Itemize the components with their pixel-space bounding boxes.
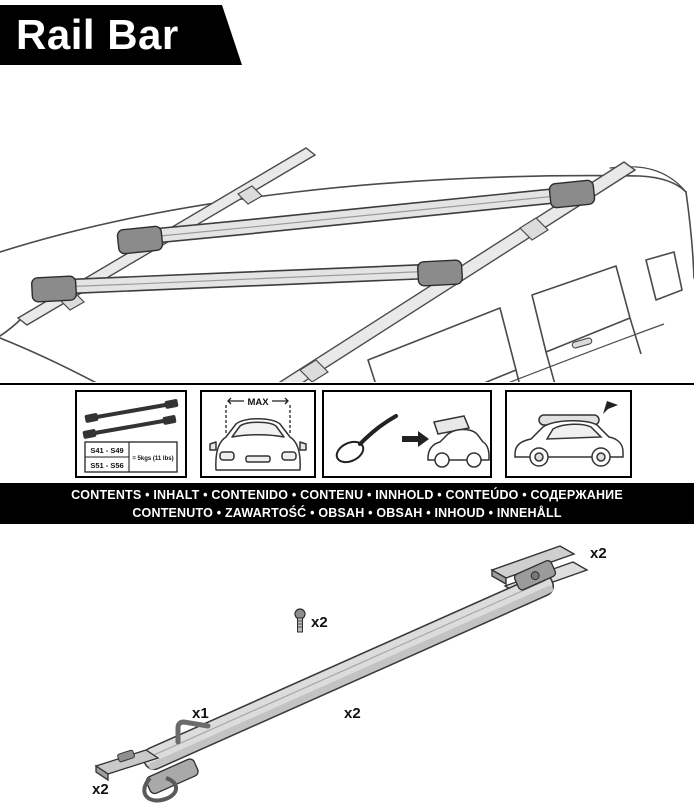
- title-banner: Rail Bar: [0, 5, 242, 65]
- allen-key-part: [175, 719, 211, 745]
- contents-line-1: CONTENTS • INHALT • CONTENIDO • CONTENU …: [71, 487, 623, 502]
- max-width-graphic: MAX: [209, 397, 307, 471]
- accessory-warning-graphic: [335, 414, 490, 468]
- size-range-2: S51 - S56: [90, 461, 123, 470]
- car-side-windows: [367, 251, 683, 382]
- car-front-view: [209, 418, 307, 471]
- rear-bar-right-clamp: [548, 179, 596, 209]
- front-bar-left-clamp: [31, 275, 77, 303]
- spoon-icon: [335, 414, 398, 464]
- max-width-box: MAX: [200, 390, 316, 478]
- contents-line-2: CONTENUTO • ZAWARTOŚĆ • OBSAH • OBSAH • …: [132, 505, 562, 520]
- key-qty-label: x1: [192, 705, 209, 722]
- rail-bars-thumbnail: [82, 399, 179, 439]
- rear-crossbar: [116, 179, 596, 255]
- car-with-roof-load: [427, 415, 490, 468]
- screws-qty-label: x2: [311, 614, 328, 631]
- spec-box: S41 - S49 S51 - S56 = 5kgs (11 lbs): [75, 390, 187, 478]
- rear-bar-left-clamp: [116, 225, 164, 255]
- contents-banner: CONTENTS • INHALT • CONTENIDO • CONTENU …: [0, 483, 694, 524]
- max-width-arrows: [225, 397, 291, 434]
- bar-qty-label: x2: [344, 705, 361, 722]
- arrow-icon: [402, 431, 429, 447]
- roofbox-graphic: [514, 401, 624, 467]
- icons-row: S41 - S49 S51 - S56 = 5kgs (11 lbs) MAX: [0, 390, 694, 478]
- screw-part: [294, 608, 306, 633]
- roofbox-box: [505, 390, 632, 478]
- page-title: Rail Bar: [16, 11, 179, 58]
- strap: [142, 776, 178, 803]
- spec-box-graphic: S41 - S49 S51 - S56 = 5kgs (11 lbs): [82, 399, 179, 473]
- flag-icon: [603, 401, 618, 414]
- divider-line: [0, 383, 694, 385]
- car-with-roofbox: [514, 401, 624, 467]
- front-bar-right-clamp: [417, 259, 463, 287]
- foot-part: [94, 749, 160, 782]
- parts-diagram: x2 x2 x2 x1: [92, 545, 607, 803]
- front-crossbar: [31, 259, 463, 303]
- feet-qty-label: x2: [92, 781, 109, 798]
- max-label: MAX: [247, 397, 269, 408]
- rail-bar-part: [142, 559, 557, 803]
- accessory-warning-box: [322, 390, 492, 478]
- size-range-1: S41 - S49: [90, 446, 123, 455]
- load-spec-table: S41 - S49 S51 - S56 = 5kgs (11 lbs): [84, 441, 178, 473]
- covers-qty-label: x2: [590, 545, 607, 562]
- car-roof-illustration: [0, 147, 694, 382]
- max-load-value: = 5kgs (11 lbs): [132, 456, 173, 462]
- bar-end-fitting-top: [513, 559, 557, 591]
